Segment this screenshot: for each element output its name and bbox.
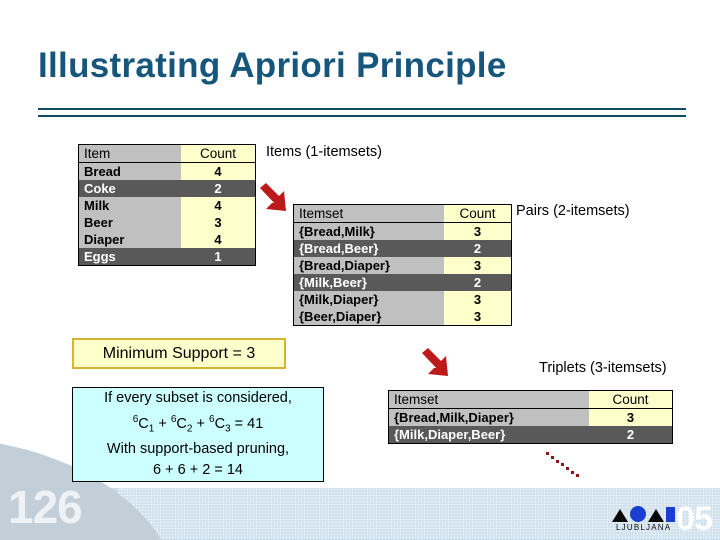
cell-itemset: {Bread,Milk,Diaper} xyxy=(389,408,589,426)
table-row: Diaper 4 xyxy=(79,231,255,248)
cell-count: 1 xyxy=(181,248,255,265)
table-header-row: Item Count xyxy=(79,145,255,163)
table-row: Bread 4 xyxy=(79,162,255,180)
table-row: {Bread,Milk,Diaper} 3 xyxy=(389,408,672,426)
formula-line-2: 6C1 + 6C2 + 6C3 = 41 xyxy=(132,413,264,435)
cell-count: 3 xyxy=(444,308,511,325)
table-row: Milk 4 xyxy=(79,197,255,214)
cell-itemset: {Milk,Diaper} xyxy=(294,291,444,308)
circle-icon xyxy=(630,506,647,522)
table-header-row: Itemset Count xyxy=(294,205,511,223)
table-triplets: Itemset Count {Bread,Milk,Diaper} 3 {Mil… xyxy=(388,390,673,444)
combination-sub-3: 3 xyxy=(225,423,231,435)
cell-item: Beer xyxy=(79,214,181,231)
table-row: {Milk,Diaper,Beer} 2 xyxy=(389,426,672,443)
combination-sup-2: 6 xyxy=(170,413,177,425)
table-row: {Bread,Diaper} 3 xyxy=(294,257,511,274)
cell-count: 3 xyxy=(444,257,511,274)
cell-itemset: {Milk,Beer} xyxy=(294,274,444,291)
caption-items: Items (1-itemsets) xyxy=(266,144,383,160)
formula-line-4: 6 + 6 + 2 = 14 xyxy=(153,462,243,479)
table-row: {Beer,Diaper} 3 xyxy=(294,308,511,325)
table-row: {Milk,Diaper} 3 xyxy=(294,291,511,308)
cell-count: 4 xyxy=(181,162,255,180)
column-header-item: Item xyxy=(79,145,181,163)
table-items-body: Item Count Bread 4 Coke 2 Milk 4 Beer xyxy=(79,145,255,265)
table-row: {Milk,Beer} 2 xyxy=(294,274,511,291)
slide-number: 126 xyxy=(8,481,83,533)
combination-base-3: C xyxy=(214,415,226,432)
triangle-icon xyxy=(648,509,665,522)
cell-item: Bread xyxy=(79,162,181,180)
combination-sub-1: 1 xyxy=(148,423,155,435)
logo-marks: LJUBLJANA xyxy=(612,505,676,534)
logo-glyph-row xyxy=(612,505,676,522)
cell-count: 2 xyxy=(444,240,511,257)
cell-itemset: {Bread,Beer} xyxy=(294,240,444,257)
combination-sub-2: 2 xyxy=(186,423,193,435)
caption-pairs: Pairs (2-itemsets) xyxy=(516,203,630,219)
square-icon xyxy=(666,507,676,522)
combination-result: 41 xyxy=(247,415,264,432)
table-row: Beer 3 xyxy=(79,214,255,231)
cell-itemset: {Milk,Diaper,Beer} xyxy=(389,426,589,443)
cell-itemset: {Bread,Milk} xyxy=(294,222,444,240)
triangle-icon xyxy=(612,509,629,522)
cell-item: Diaper xyxy=(79,231,181,248)
formula-line-1: If every subset is considered, xyxy=(104,389,292,406)
arrow-down-right-icon xyxy=(422,348,448,376)
table-row: {Bread,Beer} 2 xyxy=(294,240,511,257)
table-triplets-grid: Itemset Count {Bread,Milk,Diaper} 3 {Mil… xyxy=(389,391,672,443)
page-title: Illustrating Apriori Principle xyxy=(38,46,507,85)
table-row: Eggs 1 xyxy=(79,248,255,265)
logo-year-label: 05 xyxy=(676,500,713,539)
formula-box: If every subset is considered, 6C1 + 6C2… xyxy=(72,387,324,482)
column-header-itemset: Itemset xyxy=(294,205,444,223)
formula-line-3: With support-based pruning, xyxy=(106,441,290,458)
cell-count: 4 xyxy=(181,231,255,248)
combination-sup-3: 6 xyxy=(209,413,215,425)
column-header-itemset: Itemset xyxy=(389,391,589,409)
table-pairs-body: Itemset Count {Bread,Milk} 3 {Bread,Beer… xyxy=(294,205,511,325)
table-row: {Bread,Milk} 3 xyxy=(294,222,511,240)
combination-base-2: C xyxy=(176,415,187,432)
combination-base-1: C xyxy=(138,415,149,432)
cell-count: 2 xyxy=(444,274,511,291)
title-divider xyxy=(38,108,686,117)
column-header-count: Count xyxy=(589,391,672,409)
cell-itemset: {Bread,Diaper} xyxy=(294,257,444,274)
combination-sup-1: 6 xyxy=(132,413,139,425)
conference-logo: LJUBLJANA 05 xyxy=(612,490,713,539)
cell-count: 3 xyxy=(589,408,672,426)
table-items-grid: Item Count Bread 4 Coke 2 Milk 4 Beer xyxy=(79,145,255,265)
column-header-count: Count xyxy=(181,145,255,163)
cell-item: Eggs xyxy=(79,248,181,265)
cell-item: Coke xyxy=(79,180,181,197)
column-header-count: Count xyxy=(444,205,511,223)
cell-count: 3 xyxy=(444,222,511,240)
cell-count: 4 xyxy=(181,197,255,214)
table-row: Coke 2 xyxy=(79,180,255,197)
table-header-row: Itemset Count xyxy=(389,391,672,409)
cell-count: 3 xyxy=(181,214,255,231)
table-triplets-body: Itemset Count {Bread,Milk,Diaper} 3 {Mil… xyxy=(389,391,672,443)
arrow-down-right-icon xyxy=(260,183,286,211)
table-pairs: Itemset Count {Bread,Milk} 3 {Bread,Beer… xyxy=(293,204,512,326)
table-pairs-grid: Itemset Count {Bread,Milk} 3 {Bread,Beer… xyxy=(294,205,511,325)
table-items: Item Count Bread 4 Coke 2 Milk 4 Beer xyxy=(78,144,256,266)
cell-count: 2 xyxy=(181,180,255,197)
cell-count: 2 xyxy=(589,426,672,443)
dotted-trail-decoration xyxy=(546,452,579,477)
logo-city-label: LJUBLJANA xyxy=(616,523,672,532)
cell-count: 3 xyxy=(444,291,511,308)
minimum-support-box: Minimum Support = 3 xyxy=(72,338,286,369)
cell-itemset: {Beer,Diaper} xyxy=(294,308,444,325)
cell-item: Milk xyxy=(79,197,181,214)
caption-triplets: Triplets (3-itemsets) xyxy=(539,360,667,376)
